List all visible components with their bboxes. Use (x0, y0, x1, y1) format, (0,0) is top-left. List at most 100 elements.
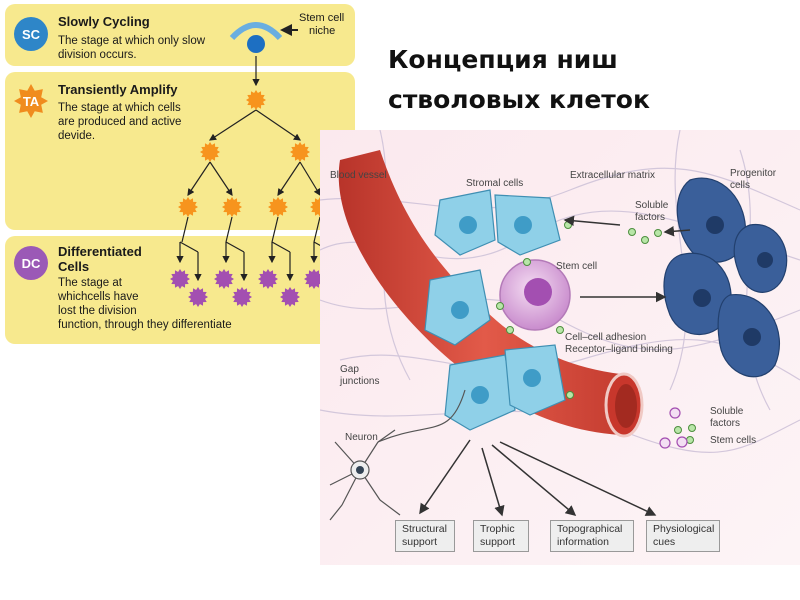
stage-desc-ta-line: are produced and active (58, 116, 182, 128)
lineage-arrow (271, 216, 279, 243)
lineage-arrow (179, 241, 199, 253)
ta-cell (178, 197, 198, 217)
label-gap-junctions: Gap junctions (340, 364, 379, 388)
label-stem-cells-bottom: Stem cells (710, 435, 757, 446)
stromal-nuclei (451, 216, 541, 404)
niche-illustration (320, 130, 800, 565)
box-line: Topographical (557, 523, 623, 535)
label-progenitor-cells: Progenitor cells (730, 168, 776, 192)
stage-desc-ta-line: devide. (58, 130, 96, 142)
title-line: стволовых клеток (388, 85, 650, 114)
lineage-arrow (187, 161, 211, 196)
progenitor-nuclei (693, 216, 773, 346)
niche-label-line: niche (309, 25, 336, 37)
stage-desc-dc-line: whichcells have (58, 291, 139, 303)
lineage-arrow (225, 216, 233, 243)
tree-cells (170, 90, 330, 307)
label-line: Gap (340, 364, 359, 375)
differentiated-cell (232, 287, 252, 307)
lineage-arrow (299, 161, 321, 197)
label-line: cells (730, 180, 751, 191)
stage-desc-dc-line: function, through they differentiate (58, 319, 232, 331)
stem-cells-small (659, 407, 688, 449)
box-line: cues (653, 536, 676, 548)
stage-title-dc: Differentiated Cells (58, 244, 142, 274)
label-line: Soluble (635, 200, 669, 211)
ta-cell (222, 197, 242, 217)
differentiated-cell (258, 269, 278, 289)
label-line: Cell–cell adhesion (565, 332, 647, 343)
label-extracellular-matrix: Extracellular matrix (570, 170, 656, 181)
label-stem-cell: Stem cell (556, 261, 598, 272)
label-line: junctions (340, 376, 380, 387)
box-line: support (402, 536, 438, 548)
stage-desc-sc: The stage at which only slow division oc… (58, 34, 205, 62)
box-line: support (480, 536, 516, 548)
stage-title-dc-line: Cells (58, 259, 90, 274)
label-line: Receptor–ligand binding (565, 344, 673, 355)
ta-cell (290, 142, 310, 162)
differentiated-cell (304, 269, 324, 289)
stage-desc-dc: The stage at whichcells have lost the di… (58, 276, 232, 332)
badge-ta: TA (14, 84, 48, 118)
differentiated-cell (188, 287, 208, 307)
box-trophic-support: Trophic support (473, 520, 529, 552)
lineage-tree (170, 22, 336, 307)
stage-title-dc-line: Differentiated (58, 244, 142, 259)
diagram-arrows (419, 215, 691, 517)
box-line: information (557, 536, 609, 548)
lineage-arrow (313, 216, 321, 243)
niche-label-line: Stem cell (299, 12, 345, 24)
box-structural-support: Structural support (395, 520, 455, 552)
box-line: Physiological (653, 523, 715, 535)
label-soluble-factors-bottom: Soluble factors (710, 406, 743, 430)
differentiated-cell (170, 269, 190, 289)
label-blood-vessel: Blood vessel (330, 170, 387, 181)
box-physiological-cues: Physiological cues (646, 520, 720, 552)
label-line: Soluble (710, 406, 744, 417)
stem-cell-niche-label: Stem cell niche (299, 12, 344, 38)
stage-desc-dc-line: lost the division (58, 305, 137, 317)
stem-cell-nucleus (524, 278, 552, 306)
ta-cell (200, 142, 220, 162)
stem-cell-hierarchy-panel: SC Slowly Cycling The stage at which onl… (0, 0, 360, 350)
lineage-arrow (225, 241, 245, 253)
ta-cell (246, 90, 266, 110)
stage-desc-sc-line: The stage at which only slow (58, 35, 206, 47)
page-title: Концепция ниш стволовых клеток (388, 40, 650, 120)
stage-box-ta: TA Transiently Amplify The stage at whic… (5, 72, 355, 230)
lineage-arrow (209, 161, 233, 196)
label-line: factors (710, 418, 741, 429)
neuron-nucleus (356, 466, 364, 474)
niche-arc (229, 22, 283, 41)
title-line: Концепция ниш (388, 45, 618, 74)
stage-title-sc: Slowly Cycling (58, 14, 150, 29)
ta-cell (268, 197, 288, 217)
lineage-arrow (208, 109, 257, 141)
lineage-arrow (277, 161, 301, 196)
stage-box-sc: SC Slowly Cycling The stage at which onl… (5, 4, 355, 66)
lineage-arrow (255, 109, 301, 141)
box-line: Trophic (480, 523, 515, 535)
label-adhesion: Cell–cell adhesion Receptor–ligand bindi… (565, 332, 673, 356)
differentiated-cell (214, 269, 234, 289)
box-topographical-information: Topographical information (550, 520, 634, 552)
stage-title-ta: Transiently Amplify (58, 82, 178, 97)
label-stromal-cells: Stromal cells (466, 178, 524, 189)
neuron (329, 389, 466, 521)
stage-desc-ta-line: The stage at which cells (58, 102, 181, 114)
box-line: Structural (402, 523, 447, 535)
badge-sc: SC (14, 17, 48, 51)
label-line: Progenitor (730, 168, 777, 179)
stage-desc-dc-line: The stage at (58, 277, 122, 289)
label-soluble-factors-top: Soluble factors (635, 200, 668, 224)
tree-arrows (176, 109, 336, 282)
stage-desc-sc-line: division occurs. (58, 49, 137, 61)
stage-desc-ta: The stage at which cells are produced an… (58, 101, 181, 143)
label-neuron: Neuron (345, 432, 378, 443)
stem-cell-sc (247, 35, 265, 53)
badge-dc: DC (14, 246, 48, 280)
lineage-arrow (271, 241, 291, 253)
label-line: factors (635, 212, 666, 223)
niche-diagram: Blood vessel Stromal cells Extracellular… (320, 130, 800, 565)
